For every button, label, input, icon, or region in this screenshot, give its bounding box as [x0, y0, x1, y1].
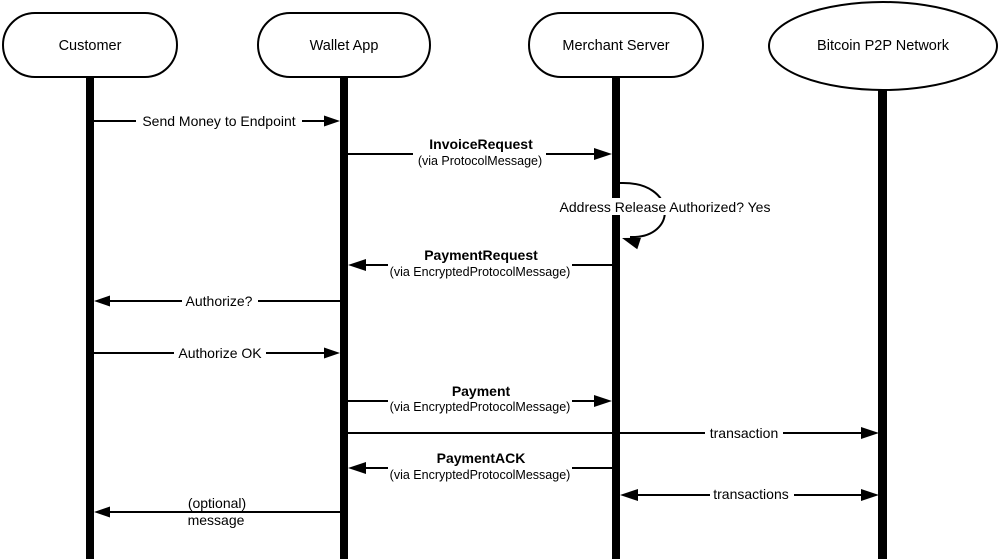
lifeline-customer: [86, 76, 94, 559]
msg-payment-subtitle: (via EncryptedProtocolMessage): [390, 400, 571, 414]
arrowhead-left-icon: [620, 489, 638, 501]
msg-payment: Payment (via EncryptedProtocolMessage): [348, 383, 612, 414]
msg-invoice-request-title: InvoiceRequest: [429, 136, 533, 152]
msg-address-release-self-loop: Address Release Authorized? Yes: [551, 181, 779, 250]
msg-payment-request: PaymentRequest (via EncryptedProtocolMes…: [348, 247, 612, 279]
msg-authorize-label: Authorize?: [186, 293, 253, 309]
msg-payment-label-bg: [388, 393, 572, 409]
participant-wallet-app-label: Wallet App: [310, 38, 379, 54]
msg-transaction: transaction: [348, 424, 879, 441]
arrowhead-left-icon: [94, 295, 110, 307]
participant-bitcoin-p2p-network-shape: [768, 1, 998, 91]
msg-payment-request-title: PaymentRequest: [424, 247, 538, 263]
participant-bitcoin-p2p-network: Bitcoin P2P Network: [768, 1, 998, 91]
msg-transaction-label-bg: [705, 424, 783, 441]
msg-authorize-ok-label-bg: [174, 344, 266, 361]
participant-merchant-server-shape: [528, 12, 704, 78]
msg-address-release-label-bg: [551, 198, 779, 215]
msg-transactions-label: transactions: [713, 486, 788, 502]
msg-optional-message-title: (optional): [188, 495, 246, 511]
msg-send-money-label: Send Money to Endpoint: [142, 113, 295, 129]
msg-authorize: Authorize?: [94, 292, 340, 309]
msg-transactions: transactions: [620, 486, 879, 503]
participant-wallet-app: Wallet App: [257, 12, 431, 78]
msg-transaction-label: transaction: [710, 425, 778, 441]
lifeline-merchant-server: [612, 76, 620, 559]
arrowhead-left-icon: [348, 462, 366, 474]
arrowhead-right-icon: [324, 347, 340, 359]
arrowhead-right-icon: [861, 427, 879, 439]
participant-customer: Customer: [2, 12, 178, 78]
msg-payment-title: Payment: [452, 383, 511, 399]
arrowhead-right-icon: [861, 489, 879, 501]
participant-merchant-server: Merchant Server: [528, 12, 704, 78]
msg-payment-request-subtitle: (via EncryptedProtocolMessage): [390, 265, 571, 279]
arrowhead-left-icon: [94, 506, 110, 518]
participant-merchant-server-label: Merchant Server: [562, 38, 669, 54]
msg-invoice-request-subtitle: (via ProtocolMessage): [418, 154, 542, 168]
participant-customer-label: Customer: [59, 38, 122, 54]
msg-optional-message-subtitle: message: [188, 512, 245, 528]
arrowhead-left-icon: [622, 237, 641, 250]
msg-invoice-request-label-bg: [413, 146, 546, 162]
msg-send-money-label-bg: [136, 112, 302, 129]
msg-payment-ack-subtitle: (via EncryptedProtocolMessage): [390, 468, 571, 482]
msg-payment-ack-title: PaymentACK: [437, 450, 526, 466]
lifeline-wallet-app: [340, 76, 348, 559]
participant-wallet-app-shape: [257, 12, 431, 78]
arrowhead-right-icon: [594, 395, 612, 407]
msg-optional-message: (optional) message: [94, 495, 340, 528]
arrowhead-right-icon: [324, 115, 340, 127]
msg-payment-request-label-bg: [388, 257, 572, 273]
msg-transactions-label-bg: [710, 486, 794, 503]
msg-authorize-ok-label: Authorize OK: [178, 345, 262, 361]
participant-bitcoin-p2p-network-label: Bitcoin P2P Network: [817, 38, 950, 54]
msg-authorize-ok: Authorize OK: [94, 344, 340, 361]
lifeline-bitcoin-p2p-network: [878, 88, 887, 559]
participant-customer-shape: [2, 12, 178, 78]
arrowhead-left-icon: [348, 259, 366, 271]
msg-send-money-to-endpoint: Send Money to Endpoint: [94, 112, 340, 129]
msg-payment-ack-label-bg: [388, 460, 572, 476]
arrowhead-right-icon: [594, 148, 612, 160]
msg-invoice-request: InvoiceRequest (via ProtocolMessage): [348, 136, 612, 168]
msg-authorize-label-bg: [182, 292, 258, 309]
msg-payment-ack: PaymentACK (via EncryptedProtocolMessage…: [348, 450, 612, 482]
msg-address-release-label: Address Release Authorized? Yes: [560, 199, 771, 215]
